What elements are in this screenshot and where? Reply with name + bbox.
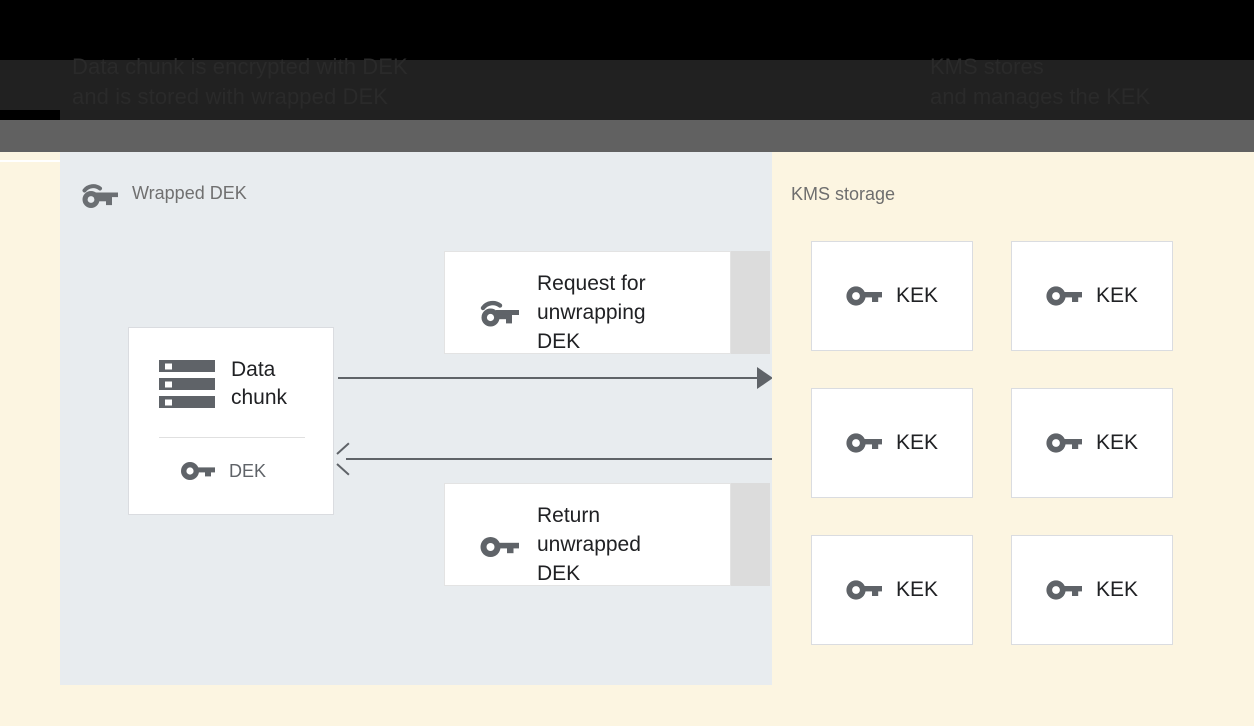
kek-label: KEK [1095, 431, 1139, 454]
data-chunk-card[interactable]: Data chunk DEK [128, 327, 334, 515]
kek-label: KEK [895, 284, 939, 307]
kek-box[interactable]: KEK [811, 535, 973, 645]
wrapped-dek-panel-title: Wrapped DEK [132, 183, 247, 203]
return-message-text: Return unwrapped DEK [537, 504, 641, 585]
dek-label: DEK [229, 460, 267, 481]
top-black-bar [0, 0, 1254, 60]
return-card-content: Return unwrapped DEK [479, 501, 641, 588]
kek-label: KEK [1095, 578, 1139, 601]
kek-grid: KEK KEK KEK [811, 241, 1173, 645]
card-divider [159, 437, 305, 438]
key-icon [846, 577, 882, 603]
key-wrapped-icon [80, 181, 118, 209]
kek-box[interactable]: KEK [811, 388, 973, 498]
data-chunk-row: Data chunk [159, 356, 333, 412]
kek-label: KEK [895, 578, 939, 601]
kek-box[interactable]: KEK [1011, 535, 1173, 645]
key-wrapped-icon [479, 296, 519, 330]
request-arrow-line [338, 377, 766, 379]
key-icon [846, 430, 882, 456]
request-card-content: Request for unwrapping DEK [479, 269, 646, 356]
kek-label: KEK [895, 431, 939, 454]
return-card-surface [444, 483, 731, 586]
dek-row: DEK [181, 459, 266, 483]
header-title-left: Data chunk is encrypted with DEK and is … [72, 54, 408, 109]
kek-box[interactable]: KEK [1011, 241, 1173, 351]
key-icon [181, 459, 215, 483]
data-chunk-label: Data chunk [231, 358, 288, 409]
header-left-notch [0, 110, 60, 120]
kek-box[interactable]: KEK [811, 241, 973, 351]
kms-storage-panel-title: KMS storage [791, 184, 896, 204]
kek-label: KEK [1095, 284, 1139, 307]
key-icon [846, 283, 882, 309]
return-arrow-head [336, 442, 355, 476]
server-stack-icon [159, 358, 215, 410]
key-icon [1046, 577, 1082, 603]
key-icon [479, 528, 519, 562]
grey-separator-bar [0, 120, 1254, 152]
kek-box[interactable]: KEK [1011, 388, 1173, 498]
key-icon [1046, 283, 1082, 309]
request-arrow-head [757, 367, 773, 389]
key-icon [1046, 430, 1082, 456]
header-title-right: KMS stores and manages the KEK [930, 54, 1151, 109]
return-arrow-line [346, 458, 772, 460]
request-message-text: Request for unwrapping DEK [537, 272, 646, 353]
